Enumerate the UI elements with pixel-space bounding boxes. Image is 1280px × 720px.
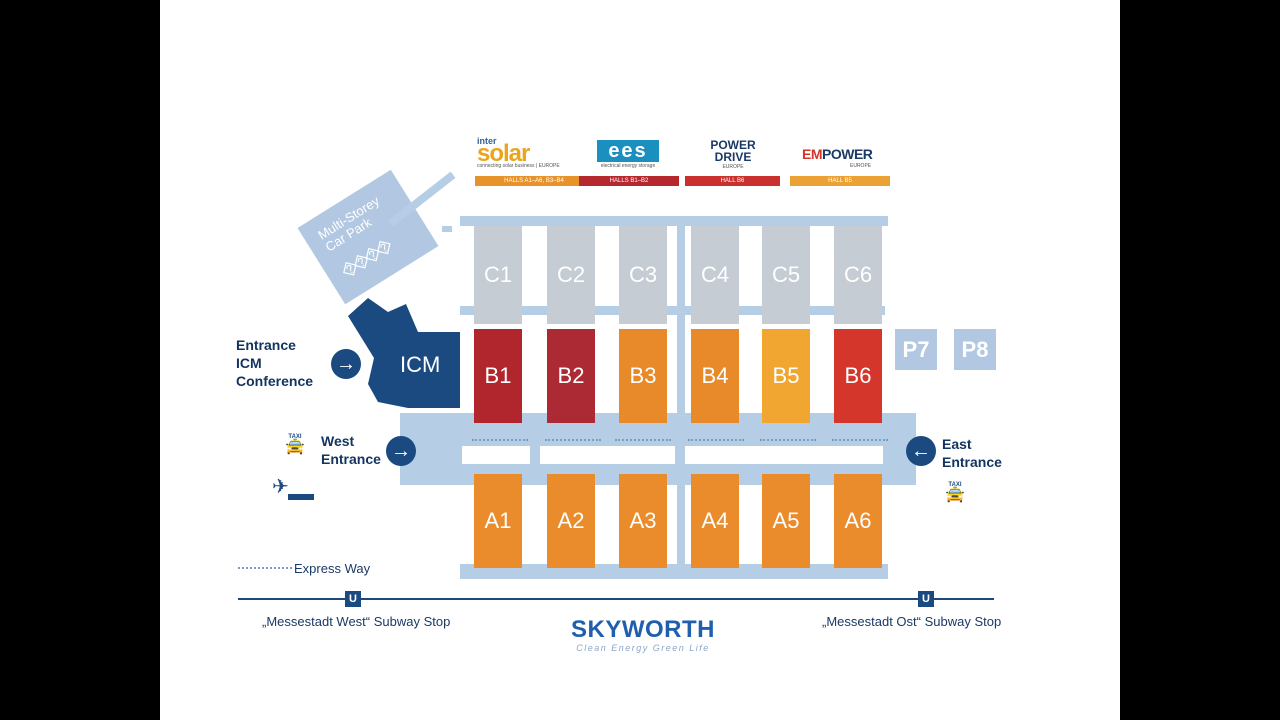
express-way-label: Express Way bbox=[294, 561, 371, 576]
hall-a6[interactable]: A6 bbox=[834, 474, 882, 568]
empower-hall-bar: HALL B5 bbox=[790, 176, 890, 186]
entrance-icm-label: Entrance ICM Conference bbox=[236, 337, 314, 389]
hall-c6[interactable]: C6 bbox=[834, 226, 882, 324]
brand-tagline: Clean Energy Green Life bbox=[576, 643, 710, 653]
arrow-left-icon: ← bbox=[906, 436, 936, 466]
parking-p7: P7 bbox=[895, 329, 937, 370]
top-corridor bbox=[460, 216, 888, 226]
car-park: Multi-Storey Car Park ⯑⯑⯑⯑ bbox=[297, 169, 439, 305]
icm-building: ICM bbox=[348, 298, 466, 410]
express-way-line bbox=[238, 567, 292, 569]
hall-a2[interactable]: A2 bbox=[547, 474, 595, 568]
bottom-corridor bbox=[460, 564, 888, 579]
subway-stop-east-icon: U bbox=[918, 591, 934, 607]
east-entrance-label: East Entrance bbox=[942, 436, 1002, 470]
train-icon bbox=[288, 494, 314, 500]
hall-b4[interactable]: B4 bbox=[691, 329, 739, 423]
icm-label: ICM bbox=[400, 352, 441, 377]
hall-a3[interactable]: A3 bbox=[619, 474, 667, 568]
arrow-right-icon: → bbox=[331, 349, 361, 379]
hall-a1[interactable]: A1 bbox=[474, 474, 522, 568]
hall-b6[interactable]: B6 bbox=[834, 329, 882, 423]
hall-c1[interactable]: C1 bbox=[474, 226, 522, 324]
hall-c2[interactable]: C2 bbox=[547, 226, 595, 324]
central-spine bbox=[677, 226, 685, 566]
arrow-right-icon: → bbox=[386, 436, 416, 466]
hall-c4[interactable]: C4 bbox=[691, 226, 739, 324]
power-drive-logo: POWER DRIVE EUROPE HALL B6 bbox=[685, 136, 780, 186]
subway-line bbox=[238, 598, 994, 600]
hall-b5[interactable]: B5 bbox=[762, 329, 810, 423]
hall-b3[interactable]: B3 bbox=[619, 329, 667, 423]
hall-c3[interactable]: C3 bbox=[619, 226, 667, 324]
hall-b2[interactable]: B2 bbox=[547, 329, 595, 423]
hall-a5[interactable]: A5 bbox=[762, 474, 810, 568]
empower-logo: EMPOWER EUROPE HALL B5 bbox=[790, 136, 890, 186]
subway-stop-west-icon: U bbox=[345, 591, 361, 607]
hall-b1[interactable]: B1 bbox=[474, 329, 522, 423]
middle-corridor bbox=[460, 306, 885, 315]
subway-east-label: „Messestadt Ost“ Subway Stop bbox=[822, 614, 1002, 629]
hall-c5[interactable]: C5 bbox=[762, 226, 810, 324]
hall-a4[interactable]: A4 bbox=[691, 474, 739, 568]
subway-west-label: „Messestadt West“ Subway Stop bbox=[262, 614, 451, 629]
airplane-icon: ✈ bbox=[272, 476, 289, 498]
west-entrance-label: West Entrance bbox=[321, 433, 381, 467]
brand-name: SKYWORTH bbox=[571, 616, 715, 643]
map-canvas: inter solar connecting solar business | … bbox=[160, 0, 1120, 720]
intersolar-logo: inter solar connecting solar business | … bbox=[475, 136, 593, 186]
ees-logo-mark: ees bbox=[597, 140, 659, 162]
ees-hall-bar: HALLS B1–B2 bbox=[579, 176, 679, 186]
taxi-icon: TAXI 🚖 bbox=[285, 434, 305, 455]
power-drive-hall-bar: HALL B6 bbox=[685, 176, 780, 186]
taxi-icon: TAXI 🚖 bbox=[945, 482, 965, 503]
ees-logo: ees electrical energy storage HALLS B1–B… bbox=[579, 136, 679, 186]
skyworth-brand: SKYWORTH Clean Energy Green Life bbox=[564, 616, 722, 654]
parking-p8: P8 bbox=[954, 329, 996, 370]
intersolar-hall-bar: HALLS A1–A6, B3–B4 bbox=[475, 176, 593, 186]
